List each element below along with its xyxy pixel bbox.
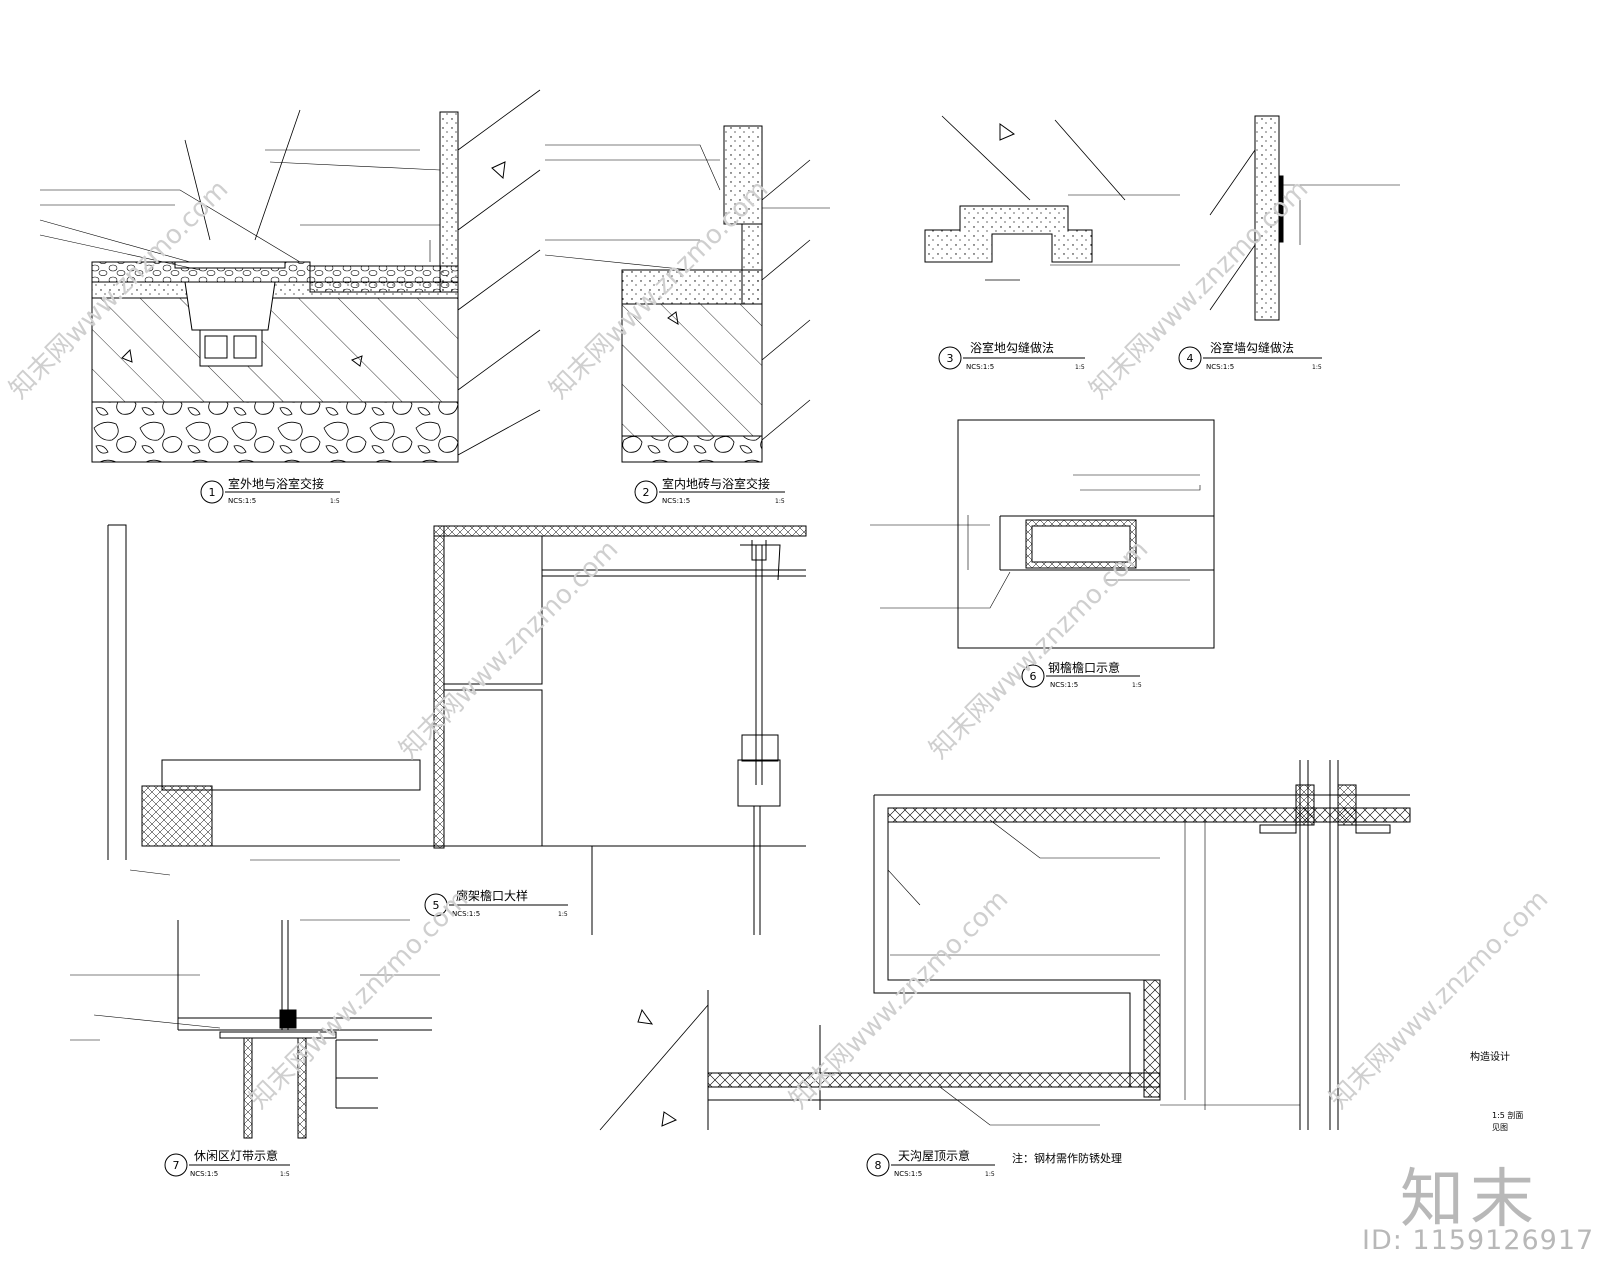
detail-8-note: 注：钢材需作防锈处理 xyxy=(1012,1151,1122,1165)
detail-5-title-text: 廊架檐口大样 xyxy=(456,888,528,903)
detail-5-sub: NCS:1:5 xyxy=(452,910,480,918)
detail-1-title-text: 室外地与浴室交接 xyxy=(228,476,324,491)
detail-8-sub: NCS:1:5 xyxy=(894,1170,922,1178)
detail-4-title: 4 浴室墙勾缝做法 NCS:1:5 1:5 xyxy=(1178,340,1322,371)
detail-7-drawing xyxy=(70,919,440,1139)
corner-note-1: 构造设计 xyxy=(1470,1050,1510,1063)
detail-7-number: 7 xyxy=(173,1159,180,1172)
watermark-repeat-4: 知末网www.znzmo.com xyxy=(394,534,625,765)
detail-2-title: 2 室内地砖与浴室交接 NCS:1:5 1:5 xyxy=(634,476,785,505)
detail-2-title-text: 室内地砖与浴室交接 xyxy=(662,476,770,491)
detail-6-title-text: 钢檐檐口示意 xyxy=(1048,660,1120,675)
detail-5-drawing xyxy=(107,524,807,935)
detail-6-title: 6 钢檐檐口示意 NCS:1:5 1:5 xyxy=(1021,660,1142,689)
detail-3-drawing xyxy=(924,115,1180,281)
detail-2-number: 2 xyxy=(643,486,650,499)
watermark-logo: 知末 xyxy=(1400,1163,1540,1237)
detail-4-drawing xyxy=(1209,115,1400,321)
detail-8-scale: 1:5 xyxy=(985,1171,995,1178)
detail-2-scale: 1:5 xyxy=(775,498,785,505)
detail-5-number: 5 xyxy=(433,899,440,912)
watermark-id: ID: 1159126917 xyxy=(1362,1225,1595,1256)
detail-7-scale: 1:5 xyxy=(280,1171,290,1178)
detail-2-sub: NCS:1:5 xyxy=(662,497,690,505)
detail-5-scale: 1:5 xyxy=(558,911,568,918)
detail-1-scale: 1:5 xyxy=(330,498,340,505)
watermark-repeat-6: 知末网www.znzmo.com xyxy=(244,884,475,1115)
detail-7-title: 7 休闲区灯带示意 NCS:1:5 1:5 xyxy=(164,1148,290,1178)
detail-2-drawing xyxy=(544,125,830,463)
detail-1-sub: NCS:1:5 xyxy=(228,497,256,505)
detail-6-sub: NCS:1:5 xyxy=(1050,681,1078,689)
detail-5-title: 5 廊架檐口大样 NCS:1:5 1:5 xyxy=(424,888,568,918)
detail-4-title-text: 浴室墙勾缝做法 xyxy=(1210,340,1294,355)
detail-4-sub: NCS:1:5 xyxy=(1206,363,1234,371)
watermark-repeat-8: 知末网www.znzmo.com xyxy=(1324,884,1555,1115)
detail-3-number: 3 xyxy=(947,352,954,365)
detail-8-title: 8 天沟屋顶示意 NCS:1:5 1:5 注：钢材需作防锈处理 xyxy=(866,1148,1122,1178)
detail-7-sub: NCS:1:5 xyxy=(190,1170,218,1178)
detail-8-title-text: 天沟屋顶示意 xyxy=(898,1148,970,1163)
detail-4-number: 4 xyxy=(1187,352,1194,365)
watermark-repeat-3: 知末网www.znzmo.com xyxy=(1084,174,1315,405)
detail-8-drawing xyxy=(599,760,1411,1131)
detail-1-number: 1 xyxy=(209,486,216,499)
detail-8-number: 8 xyxy=(875,1159,882,1172)
corner-note-2: 1:5 剖面 xyxy=(1492,1110,1523,1120)
detail-3-title-text: 浴室地勾缝做法 xyxy=(970,340,1054,355)
detail-6-number: 6 xyxy=(1030,670,1037,683)
detail-6-scale: 1:5 xyxy=(1132,682,1142,689)
detail-3-title: 3 浴室地勾缝做法 NCS:1:5 1:5 xyxy=(938,340,1085,371)
detail-3-sub: NCS:1:5 xyxy=(966,363,994,371)
detail-1-drawing xyxy=(39,89,541,463)
detail-1-title: 1 室外地与浴室交接 NCS:1:5 1:5 xyxy=(200,476,340,505)
detail-4-scale: 1:5 xyxy=(1312,364,1322,371)
corner-note-3: 见图 xyxy=(1492,1123,1508,1132)
detail-7-title-text: 休闲区灯带示意 xyxy=(194,1148,278,1163)
detail-3-scale: 1:5 xyxy=(1075,364,1085,371)
detail-6-drawing xyxy=(870,419,1215,649)
